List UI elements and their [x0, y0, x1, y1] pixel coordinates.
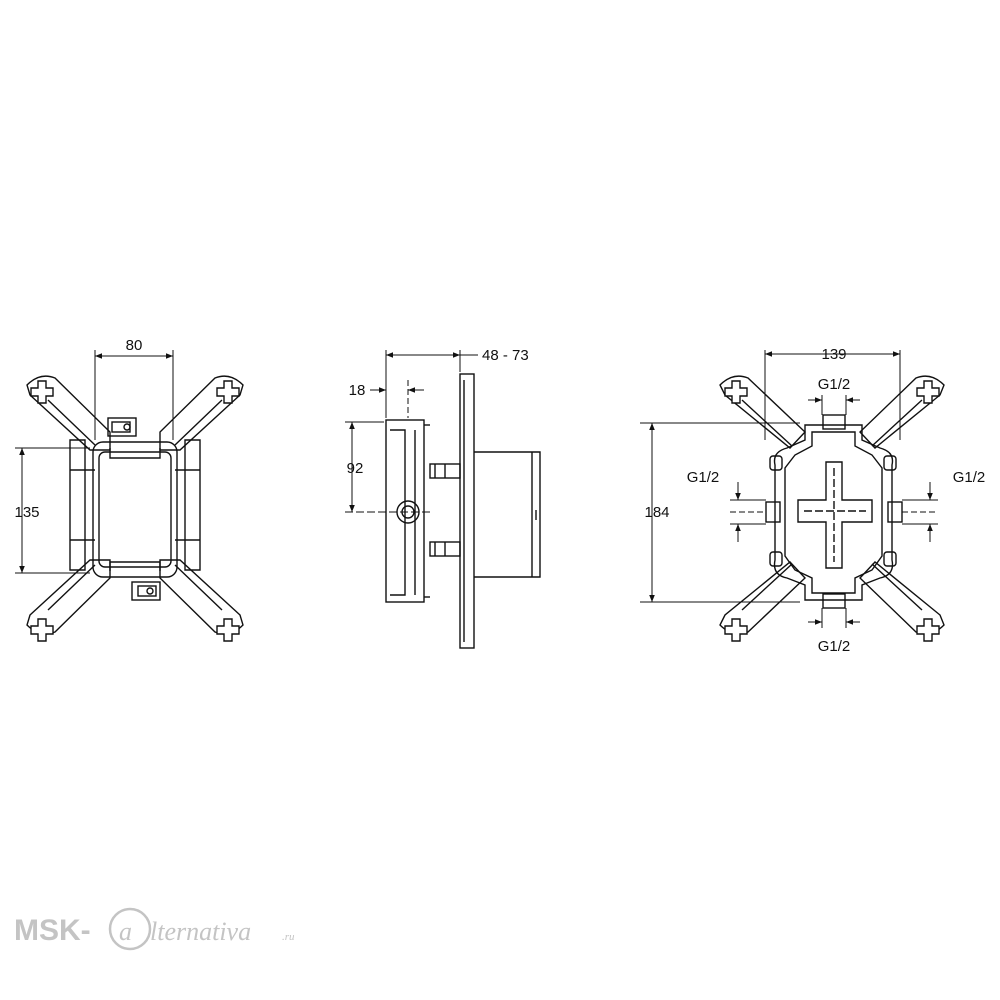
front-dimensions	[15, 350, 174, 574]
svg-text:a: a	[119, 917, 132, 946]
front-width-label: 80	[126, 337, 143, 354]
back-port-left-label: G1/2	[687, 469, 720, 486]
front-clips	[107, 417, 161, 601]
front-cross-holes	[30, 380, 240, 642]
back-width-label: 139	[821, 346, 846, 363]
back-port-bottom-label: G1/2	[818, 638, 851, 655]
back-height-label: 184	[644, 504, 669, 521]
side-sleeve	[474, 451, 541, 578]
side-plate	[459, 373, 475, 649]
watermark-logo: MSK- a lternativa .ru	[14, 907, 295, 951]
back-dimensions	[640, 350, 938, 628]
back-view	[719, 375, 945, 642]
side-height-label: 92	[347, 460, 364, 477]
front-mounting-frame	[26, 375, 244, 635]
back-housing	[769, 424, 897, 601]
side-dimensions	[345, 350, 478, 513]
watermark-prefix: MSK-	[14, 914, 91, 947]
side-offset-label: 18	[349, 382, 366, 399]
front-view	[26, 375, 244, 642]
watermark-suffix: .ru	[282, 931, 295, 943]
back-port-top-label: G1/2	[818, 376, 851, 393]
at-sign-icon: a	[108, 907, 152, 951]
back-cross-channel	[797, 461, 873, 569]
side-depth-label: 48 - 73	[482, 347, 529, 364]
back-port-right-label: G1/2	[953, 469, 986, 486]
watermark-script: lternativa	[150, 917, 251, 946]
side-view	[385, 373, 541, 649]
front-height-label: 135	[14, 504, 39, 521]
front-housing	[92, 441, 178, 578]
